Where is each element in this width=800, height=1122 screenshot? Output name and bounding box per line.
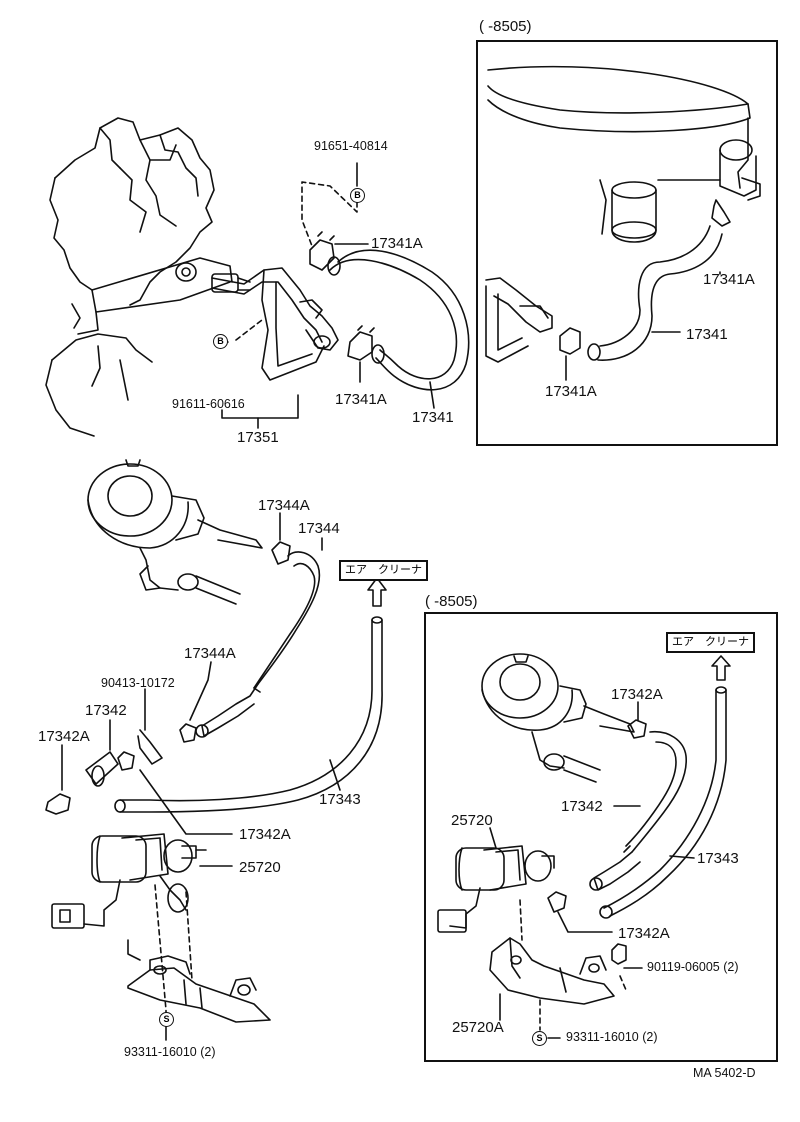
part-17344A-top: 17344A — [258, 497, 310, 514]
part-17342-left: 17342 — [85, 702, 127, 719]
part-17341-inset: 17341 — [686, 326, 728, 343]
small-hoses-drawing — [45, 541, 291, 815]
part-17342-inset: 17342 — [561, 798, 603, 815]
part-17341A-inset-bottom: 17341A — [545, 383, 597, 400]
part-17341A-inset-right: 17341A — [703, 271, 755, 288]
inset-bottom-range: ( -8505) — [425, 593, 478, 610]
inset-panel-top — [476, 40, 778, 446]
air-cleaner-label-right: エア クリーナ — [666, 632, 755, 653]
leader-lines-top-left — [219, 162, 435, 429]
inset-panel-bottom — [424, 612, 778, 1062]
part-90413-10172: 90413-10172 — [101, 676, 175, 690]
part-17341A-mid: 17341A — [335, 391, 387, 408]
part-17342A-lower: 17342A — [239, 826, 291, 843]
leader-lines-bottom-right — [489, 701, 695, 1039]
air-cleaner-label-left: エア クリーナ — [339, 560, 428, 581]
part-25720-inset: 25720 — [451, 812, 493, 829]
part-25720-left: 25720 — [239, 859, 281, 876]
part-90119-06005: 90119-06005 (2) — [647, 960, 739, 974]
diaphragm-unit-drawing — [87, 459, 263, 605]
part-93311-16010-left: 93311-16010 (2) — [124, 1045, 216, 1059]
vsv-25720-drawing — [51, 833, 207, 929]
diagram-code: MA 5402-D — [693, 1066, 756, 1080]
part-17351: 17351 — [237, 429, 279, 446]
vapor-pipe-drawing — [211, 267, 339, 381]
part-93311-16010-inset: 93311-16010 (2) — [566, 1030, 658, 1044]
part-17342A-inset-bottom: 17342A — [618, 925, 670, 942]
bracket-25720A-drawing — [127, 939, 271, 1023]
part-17343-left: 17343 — [319, 791, 361, 808]
inset-bottom-drawing — [437, 653, 731, 1005]
part-25720A: 25720A — [452, 1019, 504, 1036]
part-17344A-mid: 17344A — [184, 645, 236, 662]
part-17341-left: 17341 — [412, 409, 454, 426]
hose-17344-drawing — [195, 551, 321, 738]
inset-top-drawing — [485, 65, 761, 381]
part-17343-inset: 17343 — [697, 850, 739, 867]
part-17342A-inset-top: 17342A — [611, 686, 663, 703]
marker-s-left: S — [159, 1012, 174, 1027]
clip-drawings — [309, 231, 375, 361]
marker-b-top: B — [350, 188, 365, 203]
engine-block-drawing — [45, 117, 233, 437]
marker-b-left: B — [213, 334, 228, 349]
marker-s-right: S — [532, 1031, 547, 1046]
inset-top-range: ( -8505) — [479, 18, 532, 35]
part-91651-40814: 91651-40814 — [314, 139, 388, 153]
part-17341A-top: 17341A — [371, 235, 423, 252]
part-91611-60616: 91611-60616 — [172, 397, 245, 411]
part-17342A-left: 17342A — [38, 728, 90, 745]
hose-17341-drawing — [327, 249, 470, 391]
part-17344: 17344 — [298, 520, 340, 537]
